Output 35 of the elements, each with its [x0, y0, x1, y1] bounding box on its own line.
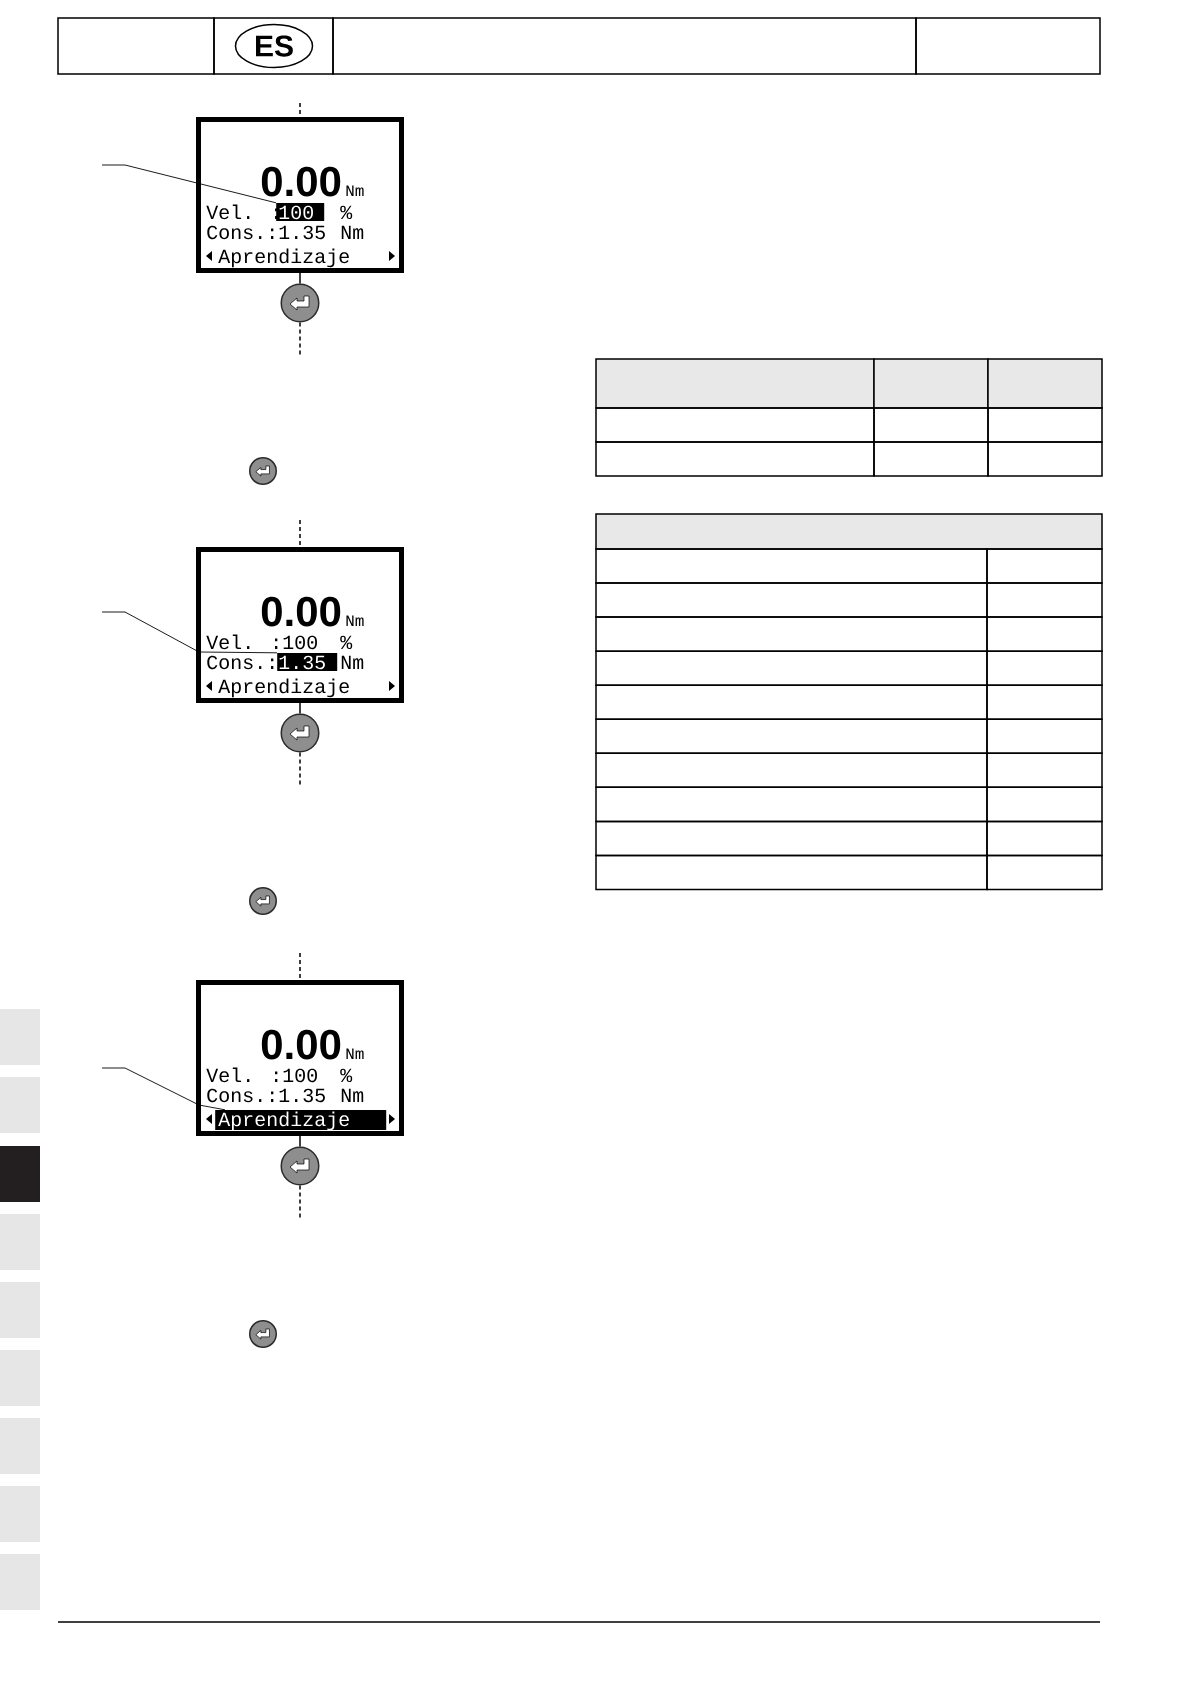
unit-label: % — [340, 205, 353, 220]
display-text: Cons.: — [207, 655, 274, 670]
display-text: Vel. :100 — [206, 1067, 317, 1083]
leader-line — [101, 611, 278, 654]
torque-reading: 0.00 — [261, 596, 341, 627]
display-text: Vel. : — [206, 204, 278, 220]
torque-reading: 0.00 — [261, 166, 341, 197]
connector-line — [299, 1135, 301, 1148]
unit-label: Nm — [341, 225, 364, 239]
display-text: Cons.:1.35 — [207, 225, 325, 240]
dashed-flow-line — [299, 751, 301, 788]
leader-line — [101, 1067, 226, 1111]
dashed-flow-line — [299, 321, 301, 358]
connector-line — [299, 702, 301, 715]
display-text: Vel. :100 — [206, 634, 317, 650]
dashed-flow-line — [299, 519, 301, 548]
leader-line — [101, 164, 277, 204]
node-label: Aprendizaje — [218, 1111, 349, 1131]
highlighted-field: 1.35 — [277, 653, 338, 671]
torque-reading: 0.00 — [261, 1029, 341, 1060]
menu-item-text: Aprendizaje — [218, 678, 349, 698]
highlighted-menu-item: Aprendizaje — [215, 1110, 387, 1131]
unit-label: Nm — [341, 1088, 364, 1102]
unit-label: % — [340, 1068, 353, 1083]
unit-label: Nm — [341, 655, 364, 669]
unit-label: Nm — [346, 185, 364, 196]
dashed-flow-line — [299, 1184, 301, 1221]
unit-label: Nm — [346, 615, 364, 626]
unit-label: Nm — [346, 1048, 364, 1059]
language-badge: ES — [234, 23, 314, 69]
connector-line — [299, 272, 301, 285]
unit-label: % — [340, 635, 353, 650]
menu-item-text: Aprendizaje — [218, 248, 349, 268]
dashed-flow-line — [299, 952, 301, 981]
display-text: Cons.:1.35 — [207, 1088, 325, 1103]
